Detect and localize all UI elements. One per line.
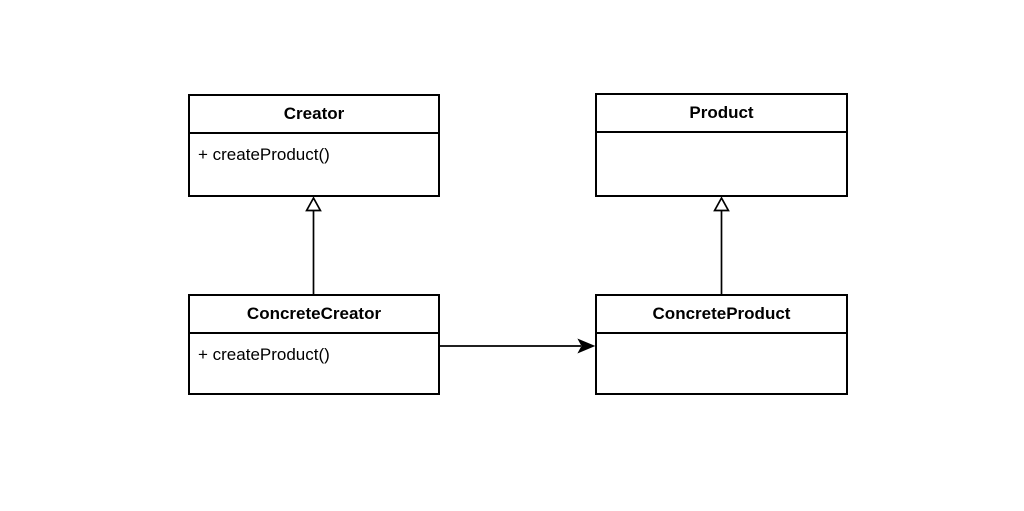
class-name-concretecreator: ConcreteCreator [190, 296, 438, 334]
class-body-concretecreator: + createProduct() [190, 334, 438, 393]
class-name-creator: Creator [190, 96, 438, 134]
class-body-creator: + createProduct() [190, 134, 438, 195]
class-name-product: Product [597, 95, 846, 133]
class-body-product [597, 133, 846, 195]
class-box-concretecreator: ConcreteCreator + createProduct() [188, 294, 440, 395]
generalization-edge-concretecreator-to-creator [305, 196, 322, 294]
hollow-triangle-arrowhead [305, 196, 322, 212]
generalization-edge-concreteproduct-to-product [713, 196, 730, 294]
class-name-concreteproduct: ConcreteProduct [597, 296, 846, 334]
class-body-concreteproduct [597, 334, 846, 393]
hollow-triangle-arrowhead [713, 196, 730, 212]
class-box-concreteproduct: ConcreteProduct [595, 294, 848, 395]
filled-arrowhead [577, 338, 596, 354]
class-member-createproduct: + createProduct() [198, 145, 330, 164]
class-box-product: Product [595, 93, 848, 197]
association-edge-concretecreator-to-concreteproduct [440, 338, 596, 354]
class-member-createproduct: + createProduct() [198, 345, 330, 364]
class-box-creator: Creator + createProduct() [188, 94, 440, 197]
